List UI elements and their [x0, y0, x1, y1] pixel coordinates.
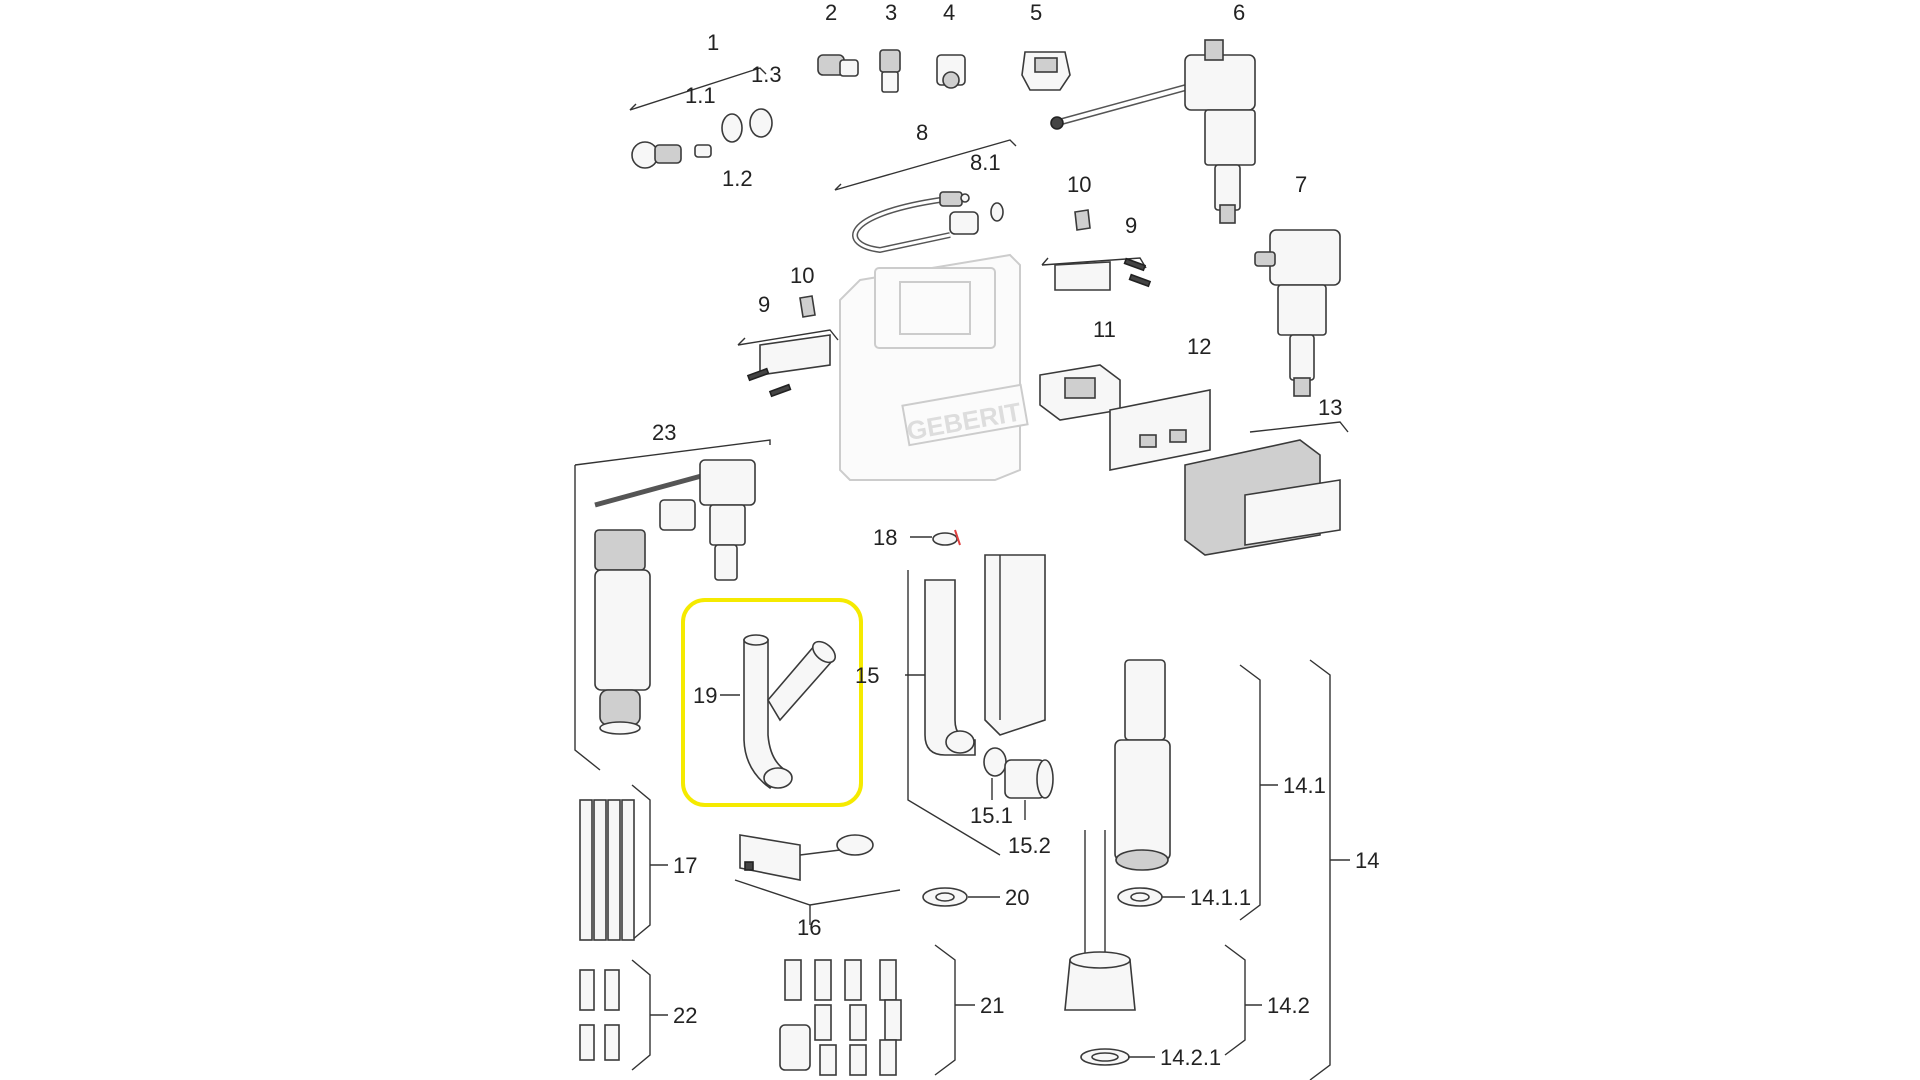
label-14-1: 14.1	[1283, 773, 1326, 798]
part-14-1-flush-valve	[1114, 659, 1171, 871]
label-2: 2	[825, 0, 837, 25]
label-22: 22	[673, 1003, 697, 1028]
part-20-washer	[922, 887, 968, 907]
label-10-right: 10	[1067, 172, 1091, 197]
part-22-clips	[579, 959, 651, 1071]
part-13-inspection-frame	[1184, 421, 1349, 556]
part-18-o-ring	[932, 529, 961, 546]
part-9-mounting-bracket-right	[1041, 257, 1152, 291]
brace-14	[1309, 659, 1331, 1080]
part-3-nipple-fitting	[879, 49, 901, 93]
label-1: 1	[707, 30, 719, 55]
part-7-fill-valve	[1254, 229, 1341, 397]
label-14: 14	[1355, 848, 1379, 873]
label-14-2: 14.2	[1267, 993, 1310, 1018]
part-17-fastening-strips	[579, 784, 651, 941]
label-15-1: 15.1	[970, 803, 1013, 828]
label-1-1: 1.1	[685, 83, 716, 108]
label-18: 18	[873, 525, 897, 550]
part-4-tee-fitting	[936, 54, 966, 89]
label-8: 8	[916, 120, 928, 145]
label-3: 3	[885, 0, 897, 25]
part-14-2-float-assembly	[1064, 830, 1136, 1011]
part-15-1-seal-ring	[983, 747, 1007, 777]
label-20: 20	[1005, 885, 1029, 910]
brace-14-1	[1239, 664, 1261, 921]
label-8-1: 8.1	[970, 150, 1001, 175]
part-14-2-1-seal	[1080, 1048, 1130, 1066]
label-15: 15	[855, 663, 879, 688]
part-19-y-branch-pipe	[681, 598, 863, 807]
label-4: 4	[943, 0, 955, 25]
part-10-clip-left	[799, 295, 816, 318]
label-9-right: 9	[1125, 213, 1137, 238]
brace-14-2	[1224, 944, 1246, 1056]
label-14-2-1: 14.2.1	[1160, 1045, 1221, 1070]
label-13: 13	[1318, 395, 1342, 420]
label-19: 19	[693, 683, 717, 708]
label-23: 23	[652, 420, 676, 445]
label-15-2: 15.2	[1008, 833, 1051, 858]
part-21-spacers-and-clips	[779, 944, 956, 1076]
label-6: 6	[1233, 0, 1245, 25]
part-9-mounting-bracket-left	[737, 329, 839, 398]
part-12-mounting-plate	[1109, 389, 1211, 471]
part-23-flush-valve-assembly	[574, 439, 771, 771]
label-17: 17	[673, 853, 697, 878]
part-2-elbow-fitting	[817, 54, 859, 77]
part-16-pipe-bracket	[734, 834, 901, 915]
label-9-left: 9	[758, 292, 770, 317]
part-1-connector	[629, 67, 773, 169]
label-7: 7	[1295, 172, 1307, 197]
label-1-2: 1.2	[722, 166, 753, 191]
part-8-supply-hose	[834, 139, 1017, 254]
cistern-frame: GEBERIT	[839, 253, 1029, 481]
label-10-left: 10	[790, 263, 814, 288]
part-15-2-connector-sleeve	[1004, 759, 1054, 799]
callout-labels: 1 1.1 1.2 1.3 2 3 4 5 6 7 8 8.1 9 10 10 …	[652, 0, 1379, 1070]
label-21: 21	[980, 993, 1004, 1018]
label-12: 12	[1187, 334, 1211, 359]
part-6-fill-valve	[1050, 39, 1256, 224]
highlight-box	[681, 598, 863, 807]
label-1-3: 1.3	[751, 62, 782, 87]
label-11: 11	[1093, 317, 1116, 342]
label-16: 16	[797, 915, 821, 940]
part-14-1-1-washer	[1117, 887, 1163, 907]
part-10-clip-right	[1074, 209, 1091, 231]
part-11-actuator-module	[1039, 364, 1121, 421]
part-15-flush-pipe	[907, 554, 1046, 856]
part-5-bracket-clip	[1021, 51, 1071, 91]
label-14-1-1: 14.1.1	[1190, 885, 1251, 910]
label-5: 5	[1030, 0, 1042, 25]
